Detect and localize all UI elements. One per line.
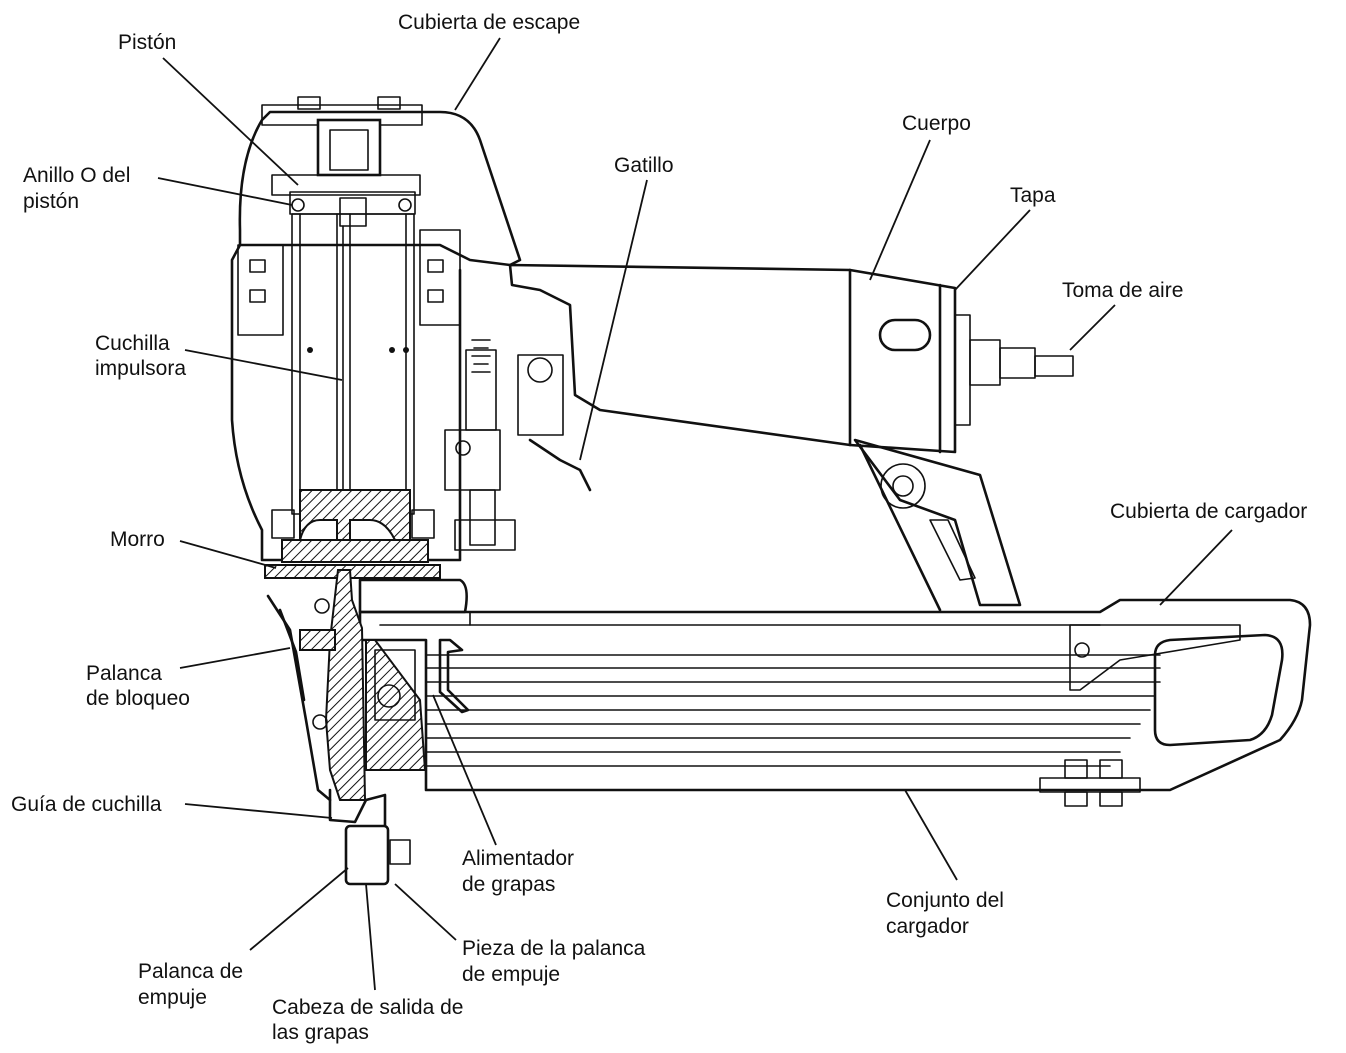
- label-nose: Morro: [110, 528, 165, 551]
- cylinder-head: [238, 96, 522, 267]
- handle-body: [508, 263, 1074, 612]
- label-magazine-assembly-2: cargador: [886, 915, 969, 938]
- label-trigger: Gatillo: [614, 154, 674, 177]
- magazine-assembly: [358, 598, 1312, 807]
- label-staple-outlet-head-2: las grapas: [272, 1021, 369, 1044]
- leader-nose: [179, 540, 277, 569]
- nose-assembly: [264, 489, 468, 886]
- leader-cap: [954, 209, 1031, 291]
- leader-staple-outlet-head: [365, 883, 376, 991]
- label-body: Cuerpo: [902, 112, 971, 135]
- label-lock-lever-1: Palanca: [86, 662, 162, 685]
- label-push-lever-piece-2: de empuje: [462, 963, 560, 986]
- leader-piston-o-ring: [157, 177, 293, 206]
- label-push-lever-piece-1: Pieza de la palanca: [462, 937, 646, 960]
- label-blade-guide: Guía de cuchilla: [11, 793, 162, 816]
- leader-blade-guide: [184, 803, 333, 819]
- leader-lock-lever: [179, 647, 291, 669]
- leader-magazine-assembly: [904, 789, 958, 881]
- leader-piston: [162, 57, 299, 186]
- labels: Pistón Cubierta de escape Anillo O del p…: [11, 11, 1307, 1044]
- label-push-lever-1: Palanca de: [138, 960, 243, 983]
- label-piston: Pistón: [118, 31, 176, 54]
- label-piston-o-ring-1: Anillo O del: [23, 164, 130, 187]
- leader-body: [869, 139, 931, 281]
- label-lock-lever-2: de bloqueo: [86, 687, 190, 710]
- trigger-mechanism: [444, 339, 592, 551]
- leader-push-lever-piece: [394, 883, 457, 941]
- leader-air-inlet: [1069, 304, 1116, 351]
- label-exhaust-cover: Cubierta de escape: [398, 11, 580, 34]
- label-staple-feeder-1: Alimentador: [462, 847, 574, 870]
- label-air-inlet: Toma de aire: [1062, 279, 1183, 302]
- label-magazine-cover: Cubierta de cargador: [1110, 500, 1307, 523]
- label-driver-blade-1: Cuchilla: [95, 332, 170, 355]
- leader-driver-blade: [184, 349, 343, 381]
- leader-magazine-cover: [1159, 529, 1233, 606]
- label-magazine-assembly-1: Conjunto del: [886, 889, 1004, 912]
- leader-staple-feeder: [432, 694, 497, 846]
- leader-trigger: [579, 179, 648, 461]
- leader-push-lever: [249, 867, 349, 951]
- label-staple-outlet-head-1: Cabeza de salida de: [272, 996, 463, 1019]
- label-push-lever-2: empuje: [138, 986, 207, 1009]
- label-cap: Tapa: [1010, 184, 1056, 207]
- leader-exhaust-cover: [454, 37, 501, 111]
- label-piston-o-ring-2: pistón: [23, 190, 79, 213]
- leader-lines: [157, 37, 1233, 991]
- label-driver-blade-2: impulsora: [95, 357, 186, 380]
- label-staple-feeder-2: de grapas: [462, 873, 555, 896]
